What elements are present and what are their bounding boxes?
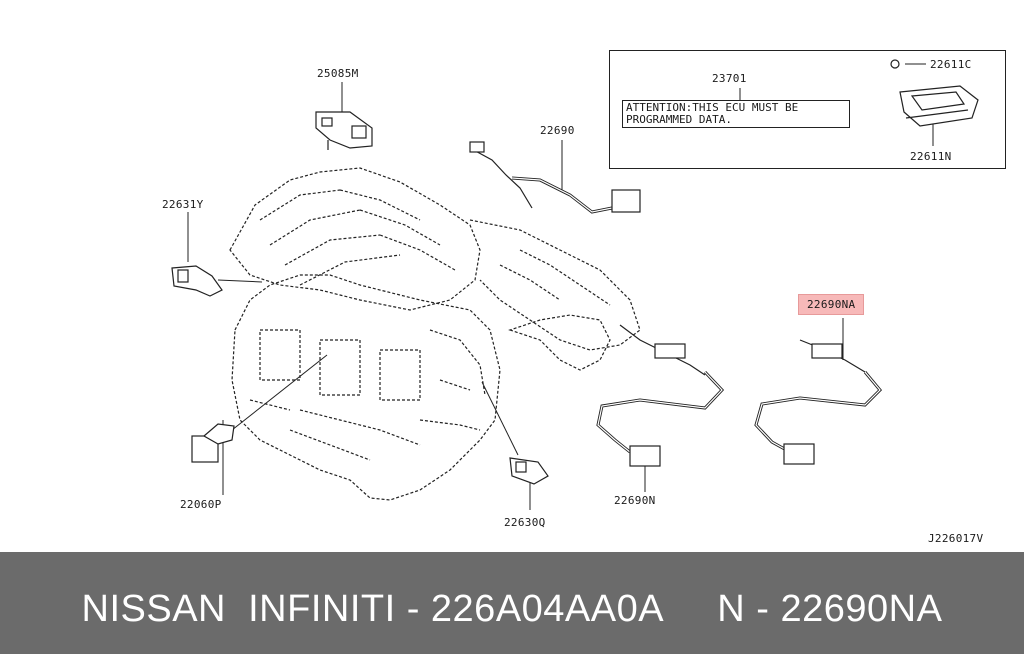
part-number-footer: NISSAN INFINITI - 226A04AA0A N - 22690NA [0, 552, 1024, 654]
o2-sensor-22690na-part [754, 339, 883, 465]
label-22690n[interactable]: 22690N [614, 494, 656, 507]
sensor-22060p-part [191, 423, 235, 463]
map-sensor-part [315, 111, 373, 150]
diagram-drawing [171, 59, 979, 510]
ecu-notice-line1: ATTENTION:THIS ECU MUST BE [626, 101, 799, 114]
o2-sensor-22690-part [469, 141, 641, 214]
engine-block [231, 274, 501, 501]
label-22631y[interactable]: 22631Y [162, 198, 204, 211]
label-22690[interactable]: 22690 [540, 124, 575, 137]
label-22060p[interactable]: 22060P [180, 498, 222, 511]
ecu-detail-box [609, 50, 1006, 169]
sensor-22630q-part [509, 457, 549, 485]
ecu-attention-notice: ATTENTION:THIS ECU MUST BE PROGRAMMED DA… [622, 100, 850, 128]
drawing-code: J226017V [928, 532, 984, 545]
label-22630q[interactable]: 22630Q [504, 516, 546, 529]
o2-sensor-22690n-part [596, 324, 725, 467]
footer-part-text: NISSAN INFINITI - 226A04AA0A N - 22690NA [81, 588, 943, 630]
sensor-22631y-part [171, 265, 223, 297]
ecu-part [890, 59, 979, 127]
label-22690na-highlighted[interactable]: 22690NA [798, 294, 865, 315]
ecu-notice-line2: PROGRAMMED DATA. [626, 113, 732, 126]
label-23701[interactable]: 23701 [712, 72, 747, 85]
parts-diagram: ATTENTION:THIS ECU MUST BE PROGRAMMED DA… [162, 50, 1006, 545]
exhaust-manifold [469, 219, 641, 351]
intake-manifold [229, 167, 481, 311]
label-22611n[interactable]: 22611N [910, 150, 952, 163]
label-22611c[interactable]: 22611C [930, 58, 972, 71]
label-25085m[interactable]: 25085M [317, 67, 359, 80]
